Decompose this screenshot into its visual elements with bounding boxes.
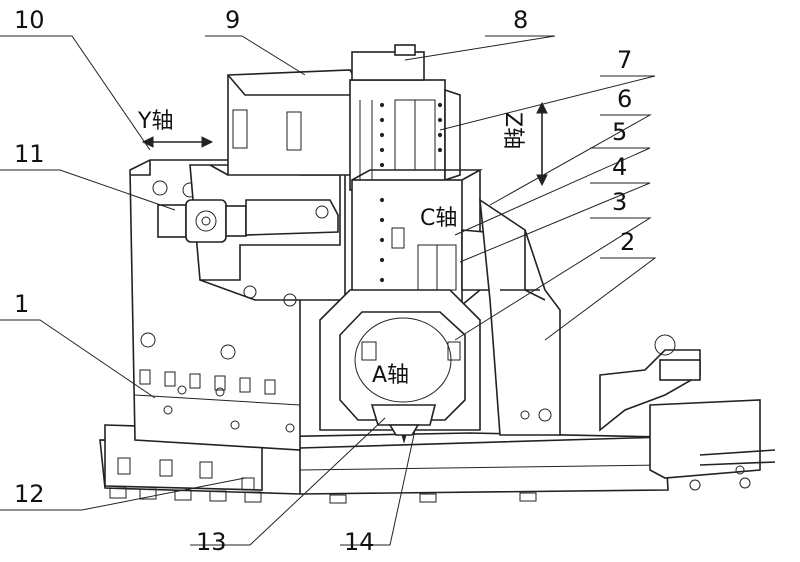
z-axis-label: Z轴 [500, 112, 525, 149]
leader-lines [0, 35, 657, 546]
ram [349, 44, 461, 191]
callout-6: 6 [617, 85, 632, 113]
y-axis-arrow [141, 136, 214, 148]
y-axis-label: Y轴 [137, 109, 173, 134]
callout-1: 1 [14, 290, 29, 318]
a-head [319, 289, 481, 444]
top-saddle [209, 69, 366, 176]
callout-8: 8 [513, 6, 528, 34]
callout-4: 4 [612, 153, 627, 181]
callout-13: 13 [196, 528, 227, 556]
callout-3: 3 [612, 188, 627, 216]
z-axis-arrow [536, 101, 548, 187]
callout-7: 7 [617, 46, 632, 74]
callout-11: 11 [14, 140, 45, 168]
callout-2: 2 [620, 228, 635, 256]
a-axis-label: A轴 [372, 363, 409, 388]
callout-9: 9 [225, 6, 240, 34]
right-support [479, 198, 561, 436]
callout-12: 12 [14, 480, 45, 508]
callout-5: 5 [612, 118, 627, 146]
c-axis-label: C轴 [420, 206, 457, 231]
callout-10: 10 [14, 6, 45, 34]
chip-conveyor [599, 334, 776, 491]
callout-14: 14 [344, 528, 375, 556]
y-motor [157, 199, 339, 243]
